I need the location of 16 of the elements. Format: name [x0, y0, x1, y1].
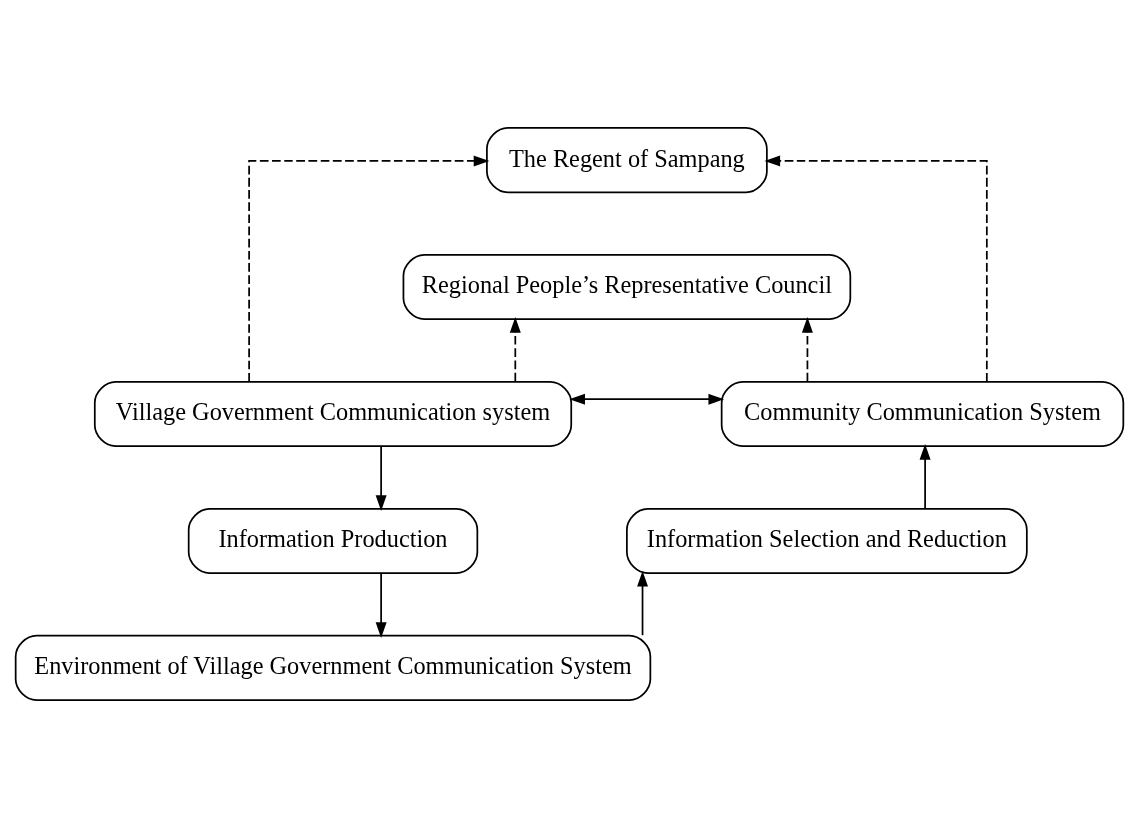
arrow: [569, 393, 725, 405]
arrow: [248, 155, 490, 383]
node-box: Environment of Village Government Communication System: [14, 634, 652, 701]
arrow: [801, 317, 813, 383]
arrow: [764, 155, 988, 383]
node-box: Regional People’s Representative Council: [402, 254, 852, 321]
node-box: Village Government Communication system: [93, 380, 573, 448]
arrow: [375, 572, 387, 638]
node-box: Information Selection and Reduction: [626, 507, 1028, 574]
node-box: The Regent of Sampang: [486, 127, 768, 194]
node-box: Community Communication System: [720, 380, 1125, 448]
node-box: Information Production: [187, 507, 479, 574]
arrow: [375, 445, 387, 511]
arrow: [919, 443, 931, 510]
arrow: [509, 317, 521, 383]
arrow: [637, 570, 648, 637]
